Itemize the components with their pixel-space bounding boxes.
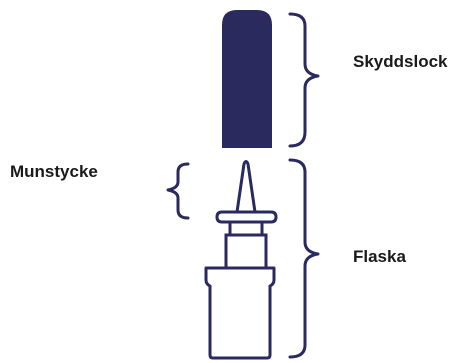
bottle-bracket [290,160,318,357]
cap-label: Skyddslock [353,53,448,70]
bottle-neck-upper [230,222,262,235]
nozzle-bracket [168,164,188,218]
bottle-body [206,268,274,358]
cap-bracket [290,14,318,146]
nozzle-label: Munstycke [10,163,98,180]
bottle-neck-lower [226,235,266,268]
nozzle-tip [237,162,255,213]
bottle-label: Flaska [353,248,406,265]
protective-cap [222,10,272,148]
